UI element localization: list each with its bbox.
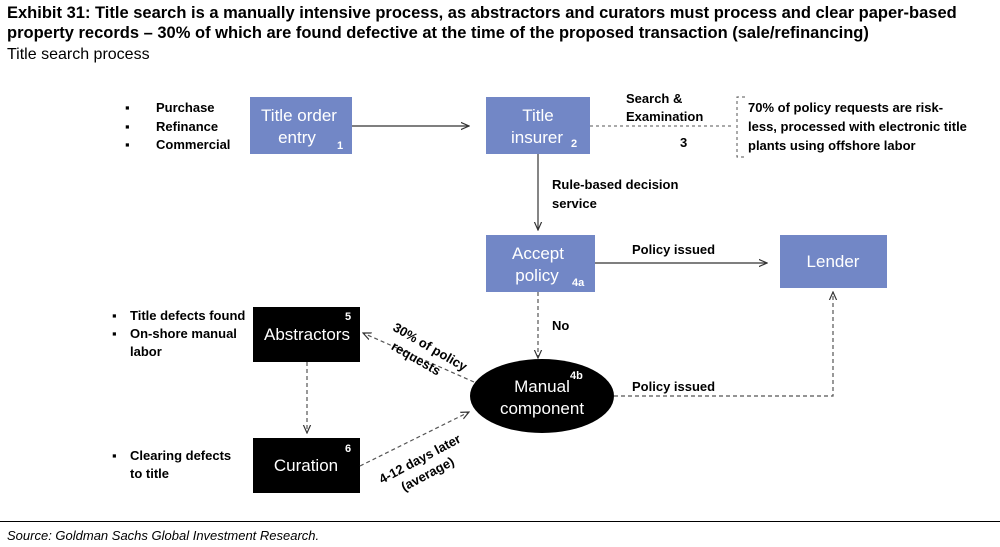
svg-text:▪: ▪ [112,326,117,341]
order-type-refinance: Refinance [156,119,218,134]
arrow-curation-to-manual [359,412,469,467]
arrow-manual-to-lender [614,292,833,397]
process-diagram: ▪ Purchase ▪ Refinance ▪ Commercial Titl… [112,91,967,494]
offshore-note: 70% of policy requests are risk- [748,100,943,115]
title-order-entry-box: Title order entry 1 [250,97,352,154]
arrow-manual-to-abstractors [363,333,475,383]
source-divider [0,521,1000,522]
svg-text:1: 1 [337,140,343,152]
svg-text:entry: entry [278,128,316,147]
policy-issued-label-2: Policy issued [632,379,715,394]
svg-text:▪: ▪ [125,119,130,134]
svg-text:Title order: Title order [261,106,337,125]
svg-text:insurer: insurer [511,128,563,147]
note-bracket [736,96,745,158]
svg-text:Clearing defects: Clearing defects [130,448,231,463]
svg-text:5: 5 [345,311,351,323]
source-note: Source: Goldman Sachs Global Investment … [7,528,320,543]
svg-text:less, processed with electroni: less, processed with electronic title [748,119,967,134]
svg-text:Abstractors: Abstractors [264,325,350,344]
svg-text:4b: 4b [570,370,583,382]
title-insurer-box: Title insurer 2 [486,97,590,154]
svg-text:policy: policy [515,266,559,285]
svg-text:Accept: Accept [512,244,564,263]
svg-text:Title: Title [522,106,554,125]
svg-text:Manual: Manual [514,377,570,396]
svg-text:4a: 4a [572,277,585,289]
svg-text:service: service [552,196,597,211]
svg-text:component: component [500,399,584,418]
svg-text:▪: ▪ [112,308,117,323]
svg-text:On-shore manual: On-shore manual [130,326,237,341]
svg-text:labor: labor [130,344,162,359]
exhibit-title: Exhibit 31: Title search is a manually i… [7,4,957,42]
svg-text:Title defects found: Title defects found [130,308,245,323]
policy-requests-label: 30% of policy requests [389,320,471,379]
manual-component-ellipse: Manual component 4b [470,359,614,433]
svg-text:Examination: Examination [626,109,703,124]
svg-text:Lender: Lender [807,252,860,271]
abstractors-notes: ▪ Title defects found ▪ On-shore manual … [112,308,245,359]
svg-text:Curation: Curation [274,456,338,475]
svg-text:▪: ▪ [125,137,130,152]
lender-box: Lender [780,235,887,288]
svg-text:2: 2 [571,138,577,150]
no-label: No [552,318,569,333]
svg-text:▪: ▪ [112,448,117,463]
order-types-list: ▪ Purchase ▪ Refinance ▪ Commercial [125,100,230,152]
svg-text:3: 3 [680,135,687,150]
order-type-purchase: Purchase [156,100,215,115]
policy-issued-label-1: Policy issued [632,242,715,257]
search-examination-label: Search & [626,91,682,106]
abstractors-box: Abstractors 5 [253,307,360,362]
order-type-commercial: Commercial [156,137,230,152]
svg-text:to title: to title [130,466,169,481]
rule-based-label: Rule-based decision [552,177,678,192]
svg-text:▪: ▪ [125,100,130,115]
days-later-label: 4-12 days later (average) [376,431,463,494]
exhibit-subtitle: Title search process [7,46,150,63]
svg-text:6: 6 [345,443,351,455]
curation-box: Curation 6 [253,438,360,493]
accept-policy-box: Accept policy 4a [486,235,595,292]
curation-notes: ▪ Clearing defects to title [112,448,231,481]
svg-text:plants using offshore labor: plants using offshore labor [748,138,916,153]
